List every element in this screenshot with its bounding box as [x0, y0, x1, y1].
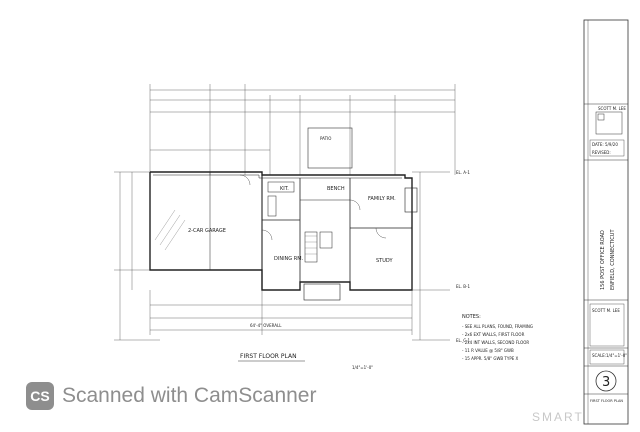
date-value: 5/9/20 [605, 142, 618, 147]
stair-hatching [154, 209, 317, 255]
note-line-1: - SEE ALL PLANS, FOUND, FRAMING [462, 324, 533, 329]
sheet-name: FIRST FLOOR PLAN [590, 399, 623, 403]
note-line-4: - 11 R VALUE @ 5/8" GWB [462, 348, 514, 353]
room-label-dining: DINING RM. [274, 256, 304, 262]
door-swings [239, 174, 387, 241]
firm-name: SCOTT M. LEE [598, 106, 626, 111]
smart-brand-mark: SMART [532, 410, 584, 424]
camscanner-logo-icon: CS [26, 382, 54, 410]
patio-outline [307, 127, 353, 169]
project-address-line-2: ENFIELD, CONNECTICUT [610, 229, 616, 290]
plan-title: FIRST FLOOR PLAN [240, 353, 297, 360]
revised-label: REVISED: [592, 150, 611, 155]
level-label-3: EL. C-1 [456, 338, 471, 343]
contact-name: SCOTT M. LEE [592, 308, 620, 313]
note-line-5: - 15 APPR. 5/8" GWB TYPE X [462, 356, 519, 361]
camscanner-text: Scanned with CamScanner [62, 384, 317, 407]
room-label-patio: PATIO [320, 136, 331, 141]
bottom-dimension-lines [149, 290, 413, 335]
room-label-garage: 2-CAR GARAGE [188, 228, 226, 234]
scale-value: 1/4"=1'-0" [606, 353, 627, 358]
right-level-lines [412, 171, 450, 341]
room-label-family: FAMILY RM. [368, 196, 396, 202]
date-label: DATE: [592, 142, 604, 147]
left-dimension-lines [114, 171, 160, 341]
notes-title: NOTES: [462, 314, 481, 320]
sheet-number: 3 [602, 375, 610, 390]
building-walls [149, 171, 418, 301]
project-address-line-1: 156 POST OFFICE ROAD [600, 230, 606, 290]
overall-dimension: 64'-4" OVERALL [250, 323, 282, 328]
top-dimension-lines [149, 84, 456, 175]
plan-scale: 1/4"=1'-0" [352, 365, 373, 370]
camscanner-watermark: CS Scanned with CamScanner [0, 372, 360, 420]
level-label-2: EL. B-1 [456, 284, 470, 289]
title-block-frame [583, 19, 629, 425]
level-label-1: EL. A-1 [456, 170, 470, 175]
room-label-kitchen: KIT. [280, 186, 289, 192]
room-label-bench: BENCH [327, 186, 345, 192]
note-line-2: - 2x6 EXT WALLS, FIRST FLOOR [462, 332, 525, 337]
note-line-3: - 2x4 INT WALLS, SECOND FLOOR [462, 340, 529, 345]
room-label-study: STUDY [376, 258, 393, 264]
scale-label: SCALE: [592, 353, 606, 358]
